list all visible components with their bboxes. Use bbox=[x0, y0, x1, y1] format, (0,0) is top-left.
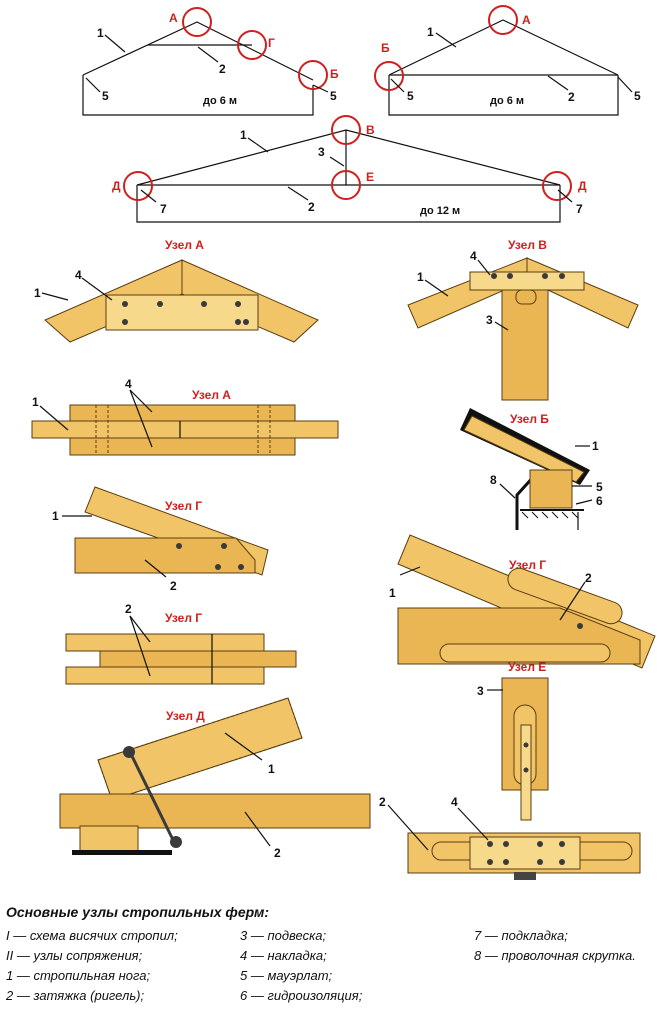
detail-title: Узел А bbox=[192, 388, 231, 402]
legend-column-1: I — схема висячих стропил; II — узлы соп… bbox=[6, 926, 178, 1006]
label-rafter: 1 bbox=[417, 270, 424, 284]
detail-title: Узел Д bbox=[166, 709, 205, 723]
label-waterproof: 6 bbox=[596, 494, 603, 508]
node-v-label: В bbox=[366, 123, 375, 137]
label-pad: 7 bbox=[576, 202, 583, 216]
node-d-label: Д bbox=[112, 179, 121, 193]
label-rafter: 1 bbox=[592, 439, 599, 453]
label-rafter: 1 bbox=[427, 25, 434, 39]
label-plate: 4 bbox=[470, 249, 477, 263]
legend-item: 4 — накладка; bbox=[240, 948, 327, 963]
label-plate: 4 bbox=[125, 377, 132, 391]
span-label: до 6 м bbox=[490, 95, 524, 107]
label-rafter: 1 bbox=[32, 395, 39, 409]
node-d-circle bbox=[542, 171, 572, 201]
label-tie: 2 bbox=[585, 571, 592, 585]
node-d-label: Д bbox=[578, 179, 587, 193]
node-d-circle bbox=[123, 171, 153, 201]
span-label: до 6 м bbox=[203, 95, 237, 107]
span-label: до 12 м bbox=[420, 205, 460, 217]
node-a-label: А bbox=[169, 11, 178, 25]
label-tie: 2 bbox=[379, 795, 386, 809]
label-mauerlat: 5 bbox=[330, 89, 337, 103]
detail-node-d: Узел Д 1 2 bbox=[59, 697, 371, 860]
legend-item: II — узлы сопряжения; bbox=[6, 948, 143, 963]
detail-node-a-plan: Узел А 1 4 bbox=[31, 377, 339, 456]
label-rafter: 1 bbox=[97, 26, 104, 40]
node-g-circle bbox=[237, 30, 267, 60]
label-hanger: 3 bbox=[477, 684, 484, 698]
label-wire: 8 bbox=[490, 473, 497, 487]
node-v-circle bbox=[331, 115, 361, 145]
legend-item: 8 — проволочная скрутка. bbox=[474, 948, 636, 963]
legend-column-3: 7 — подкладка; 8 — проволочная скрутка. bbox=[474, 926, 636, 966]
legend-title: Основные узлы стропильных ферм: bbox=[6, 904, 269, 920]
legend: Основные узлы стропильных ферм: I — схем… bbox=[6, 904, 658, 1020]
label-mauerlat: 5 bbox=[634, 89, 641, 103]
truss-scheme-2: 1 2 5 5 до 6 м А Б bbox=[374, 5, 641, 116]
label-mauerlat: 5 bbox=[596, 480, 603, 494]
detail-title: Узел Б bbox=[510, 412, 549, 426]
detail-title: Узел В bbox=[508, 238, 547, 252]
node-g-label: Г bbox=[268, 36, 275, 50]
detail-title: Узел Г bbox=[165, 611, 202, 625]
label-tie: 2 bbox=[308, 200, 315, 214]
label-tie: 2 bbox=[568, 90, 575, 104]
label-pad: 7 bbox=[160, 202, 167, 216]
detail-node-a-apex: Узел А 4 1 bbox=[34, 238, 319, 343]
node-b-label: Б bbox=[381, 41, 390, 55]
legend-item: 5 — мауэрлат; bbox=[240, 968, 333, 983]
diagram-canvas: 1 2 5 5 до 6 м А Г Б 1 2 5 5 до 6 м А Б bbox=[31, 5, 656, 880]
node-e-label: Е bbox=[366, 170, 374, 184]
label-rafter: 1 bbox=[240, 128, 247, 142]
legend-item: 3 — подвеска; bbox=[240, 928, 327, 943]
detail-node-g-1: Узел Г 1 2 bbox=[52, 486, 269, 593]
node-b-label: Б bbox=[330, 67, 339, 81]
legend-column-2: 3 — подвеска; 4 — накладка; 5 — мауэрлат… bbox=[240, 926, 362, 1006]
label-mauerlat: 5 bbox=[407, 89, 414, 103]
detail-node-v: Узел В 1 4 3 bbox=[407, 238, 639, 401]
detail-title: Узел Е bbox=[508, 660, 546, 674]
label-rafter: 1 bbox=[389, 586, 396, 600]
label-tie: 2 bbox=[219, 62, 226, 76]
label-rafter: 1 bbox=[34, 286, 41, 300]
detail-node-b: Узел Б 1 5 6 8 bbox=[460, 408, 603, 530]
label-tie: 2 bbox=[125, 602, 132, 616]
detail-node-g-3: Узел Г 1 2 bbox=[389, 534, 656, 669]
node-b-circle bbox=[374, 61, 404, 91]
truss-scheme-3: 1 2 3 7 7 до 12 м В Е Д Д bbox=[112, 115, 587, 223]
legend-item: 6 — гидроизоляция; bbox=[240, 988, 363, 1003]
label-tie: 2 bbox=[274, 846, 281, 860]
truss-scheme-1: 1 2 5 5 до 6 м А Г Б bbox=[82, 7, 339, 116]
label-tie: 2 bbox=[170, 579, 177, 593]
label-hanger: 3 bbox=[318, 145, 325, 159]
detail-node-e: Узел Е 3 2 4 bbox=[379, 660, 641, 880]
detail-node-g-2: Узел Г 2 bbox=[65, 602, 297, 685]
legend-item: 7 — подкладка; bbox=[474, 928, 568, 943]
legend-item: I — схема висячих стропил; bbox=[6, 928, 178, 943]
label-hanger: 3 bbox=[486, 313, 493, 327]
label-plate: 4 bbox=[75, 268, 82, 282]
label-mauerlat: 5 bbox=[102, 89, 109, 103]
label-rafter: 1 bbox=[268, 762, 275, 776]
label-rafter: 1 bbox=[52, 509, 59, 523]
node-e-circle bbox=[331, 170, 361, 200]
label-plate: 4 bbox=[451, 795, 458, 809]
legend-item: 1 — стропильная нога; bbox=[6, 968, 151, 983]
node-b-circle bbox=[298, 60, 328, 90]
detail-title: Узел Г bbox=[165, 499, 202, 513]
node-a-circle bbox=[488, 5, 518, 35]
detail-title: Узел А bbox=[165, 238, 204, 252]
node-a-circle bbox=[182, 7, 212, 37]
legend-item: 2 — затяжка (ригель); bbox=[6, 988, 145, 1003]
node-a-label: А bbox=[522, 13, 531, 27]
